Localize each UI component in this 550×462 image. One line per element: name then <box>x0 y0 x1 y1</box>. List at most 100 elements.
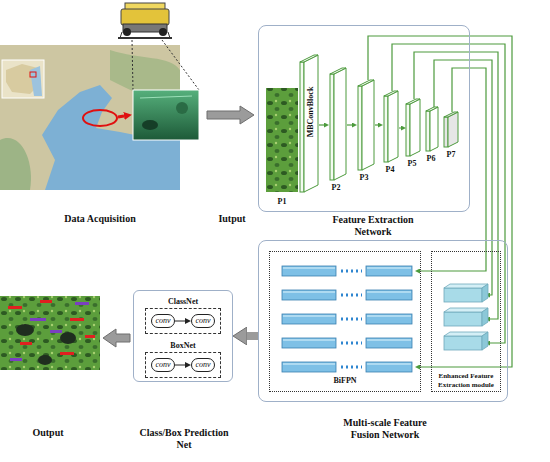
module-title: Enhanced Feature Extraction module <box>432 372 500 390</box>
connectors <box>175 321 258 365</box>
plane-top <box>358 80 374 86</box>
enhanced-cubes <box>444 284 488 350</box>
output-image <box>0 296 100 370</box>
feature-level-label: P6 <box>416 153 446 165</box>
input-image <box>266 88 298 192</box>
plane-arrow <box>319 124 324 125</box>
detection-box <box>8 306 22 309</box>
module-title: BiFPN <box>270 376 420 386</box>
feature-level-label: P2 <box>321 182 351 194</box>
feature-level-label: P7 <box>436 149 466 161</box>
underwater-photo <box>133 90 199 140</box>
bar-highlight <box>283 315 335 317</box>
module-group: Enhanced Feature Extraction module <box>431 251 501 392</box>
detection-box <box>30 318 46 321</box>
network-panel: Class/Box Prediction NetClassNetconvconv… <box>133 290 233 382</box>
cube-top <box>444 332 488 336</box>
photo-object <box>176 102 188 114</box>
feature-bar <box>366 290 412 300</box>
section-title: Multi-scale Feature Fusion Network <box>329 417 441 441</box>
plane-side <box>334 68 346 180</box>
dotted-link <box>341 342 362 345</box>
bar-dots <box>341 271 362 367</box>
bar-highlight <box>367 315 411 317</box>
section-label: Iutput <box>202 212 262 226</box>
plane-face <box>406 104 410 156</box>
rov-thruster <box>123 28 131 36</box>
conv-block: conv <box>191 358 215 372</box>
detection-boxes <box>10 302 89 361</box>
feature-bar <box>366 266 412 276</box>
bar-highlight <box>283 267 335 269</box>
detection-box <box>60 352 74 355</box>
feature-bar <box>282 314 336 324</box>
head-group: BoxNetconvconv <box>145 352 221 378</box>
flow-arrow <box>207 106 254 124</box>
head-title: ClassNet <box>146 297 220 307</box>
photo-object <box>38 355 52 365</box>
bar-highlight <box>367 291 411 293</box>
zoom-line <box>132 40 133 90</box>
zoom-line <box>162 40 199 90</box>
plane-arrow <box>375 124 378 125</box>
plane-top <box>300 55 318 62</box>
detection-box <box>20 342 32 345</box>
flow-connector <box>175 365 185 366</box>
rov-body <box>121 9 169 25</box>
cube-top <box>444 308 488 312</box>
plane-top <box>330 68 346 74</box>
head-title: BoxNet <box>146 341 220 351</box>
inset-sea <box>30 66 42 96</box>
feature-bar <box>366 338 412 348</box>
plane-arrows <box>319 125 401 128</box>
plane-arrow <box>347 124 352 125</box>
feature-bar <box>282 290 336 300</box>
feature-bar <box>282 338 336 348</box>
conv-block: conv <box>191 314 215 328</box>
photo-frame <box>133 90 199 140</box>
plane-top <box>384 91 398 96</box>
inset-map <box>2 60 44 98</box>
plane-arrow <box>399 127 401 128</box>
bar-highlights <box>283 268 411 364</box>
feature-cube <box>444 312 482 326</box>
plane-side <box>388 91 398 162</box>
rov-skid <box>168 32 170 38</box>
inset-marker <box>30 72 36 77</box>
pointer-arrow <box>118 116 124 117</box>
feature-cube <box>444 336 482 350</box>
bar-highlight <box>367 363 411 365</box>
site-marker <box>83 110 117 126</box>
plane-face <box>384 96 388 162</box>
flow-connector <box>247 332 258 340</box>
module-label: MBConvBlock <box>305 72 317 152</box>
bifpn-bars <box>282 266 412 372</box>
detection-boxes <box>8 300 95 355</box>
feature-level-label: P4 <box>375 164 405 176</box>
bar-highlight <box>283 291 335 293</box>
feature-level-label: P5 <box>397 158 427 170</box>
flow-connector <box>175 321 185 322</box>
dotted-link <box>341 270 362 273</box>
network-panel: Multi-scale Feature Fusion NetworkBiFPNE… <box>258 240 508 402</box>
map-land <box>0 138 31 190</box>
dotted-link <box>341 366 362 369</box>
plane-side <box>410 99 420 156</box>
feature-bar <box>282 266 336 276</box>
layer-name: conv <box>152 315 174 327</box>
bar-highlight <box>283 339 335 341</box>
feature-bar <box>366 362 412 372</box>
plane-side <box>430 107 438 151</box>
section-title: Feature Extraction Network <box>323 214 423 238</box>
plane-face <box>358 86 362 170</box>
feature-cube <box>444 288 482 302</box>
rov-illustration <box>118 3 172 38</box>
output-photo <box>0 296 100 370</box>
rov-skid <box>118 37 172 39</box>
cube-side <box>482 284 488 302</box>
plane-top <box>406 99 420 104</box>
bar-highlight <box>367 339 411 341</box>
photo-light <box>140 96 192 98</box>
